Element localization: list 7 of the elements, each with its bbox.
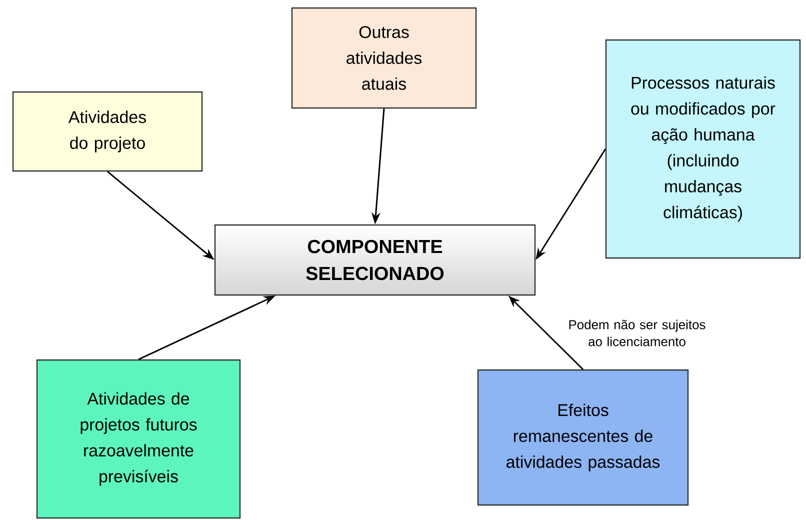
process-box: Efeitos remanescentes de atividades passadas — [477, 369, 689, 506]
central-box: COMPONENTE SELECIONADO — [214, 224, 536, 296]
edge-label: Podem não ser sujeitos ao licenciamento — [569, 320, 706, 346]
process-box: Processos naturais ou modificados por ação humana (incluindo mudanças climáticas) — [605, 39, 801, 259]
process-box: Atividades de projetos futuros razoavelmente previsíveis — [36, 359, 241, 519]
process-box: Atividades do projeto — [12, 91, 203, 172]
process-box: Outras atividades atuais — [291, 7, 477, 109]
